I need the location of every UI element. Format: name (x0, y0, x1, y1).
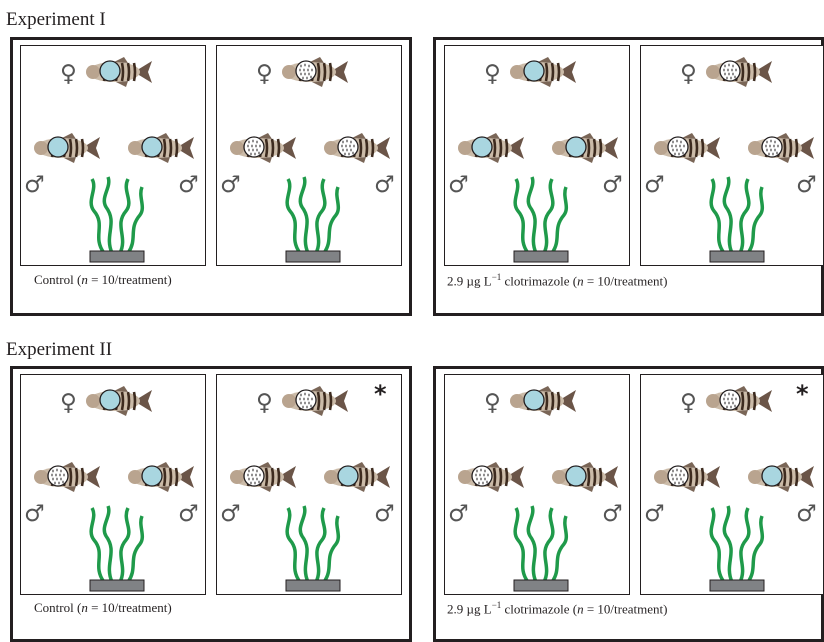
aquarium-plant-icon (285, 505, 341, 592)
female-fish (282, 386, 348, 416)
male-symbol-icon: ♂ (796, 172, 817, 198)
male-fish-left (654, 462, 720, 492)
female-symbol-icon: ♀ (680, 390, 697, 416)
male-symbol-icon: ♂ (178, 172, 199, 198)
caption-text: Control ( (34, 272, 82, 287)
male-fish-left (34, 133, 100, 163)
male-symbol-icon: ♂ (644, 172, 665, 198)
caption-n: n (81, 272, 88, 287)
male-symbol-icon: ♂ (602, 501, 623, 527)
male-fish-right (128, 462, 194, 492)
male-fish-left (230, 133, 296, 163)
aquarium-plant-icon (513, 176, 569, 263)
female-symbol-icon: ♀ (484, 390, 501, 416)
experiment-1-title: Experiment I (6, 9, 106, 30)
caption-text: Control ( (34, 600, 82, 615)
male-symbol-icon: ♂ (220, 172, 241, 198)
male-fish-right (128, 133, 194, 163)
caption-n: n (577, 273, 584, 289)
caption-superscript: −1 (491, 272, 502, 282)
male-fish-left (458, 133, 524, 163)
female-fish (510, 386, 576, 416)
caption-text: 2.9 µg L (447, 273, 492, 289)
male-symbol-icon: ♂ (796, 501, 817, 527)
experiment-2-title: Experiment II (6, 339, 113, 360)
female-symbol-icon: ♀ (256, 61, 273, 87)
aquarium-plant-icon (89, 176, 145, 263)
exp1-clotrimazole-caption: 2.9 µg L−1 clotrimazole (n = 10/treatmen… (447, 272, 667, 289)
female-fish (510, 57, 576, 87)
aquarium-plant-icon (513, 505, 569, 592)
male-fish-left (34, 462, 100, 492)
caption-text: = 10/treatment) (583, 273, 668, 289)
female-fish (86, 386, 152, 416)
male-symbol-icon: ♂ (374, 501, 395, 527)
caption-n: n (81, 600, 88, 615)
male-fish-right (552, 462, 618, 492)
male-symbol-icon: ♂ (178, 501, 199, 527)
caption-text: clotrimazole ( (501, 601, 578, 617)
male-fish-left (458, 462, 524, 492)
male-symbol-icon: ♂ (24, 172, 45, 198)
exp2-clotrimazole-caption: 2.9 µg L−1 clotrimazole (n = 10/treatmen… (447, 600, 667, 617)
caption-text: 2.9 µg L (447, 601, 492, 617)
exp1-control-caption: Control (n = 10/treatment) (34, 272, 172, 288)
female-symbol-icon: ♀ (60, 61, 77, 87)
exp2-control-caption: Control (n = 10/treatment) (34, 600, 172, 616)
caption-text: = 10/treatment) (583, 601, 668, 617)
caption-n: n (577, 601, 584, 617)
male-symbol-icon: ♂ (448, 501, 469, 527)
male-fish-right (324, 462, 390, 492)
female-symbol-icon: ♀ (256, 390, 273, 416)
caption-superscript: −1 (491, 600, 502, 610)
female-fish (282, 57, 348, 87)
female-fish (706, 57, 772, 87)
male-symbol-icon: ♂ (374, 172, 395, 198)
significance-star: * (796, 380, 809, 408)
female-symbol-icon: ♀ (60, 390, 77, 416)
aquarium-plant-icon (709, 176, 765, 263)
male-fish-left (230, 462, 296, 492)
female-fish (86, 57, 152, 87)
female-symbol-icon: ♀ (484, 61, 501, 87)
aquarium-plant-icon (709, 505, 765, 592)
male-symbol-icon: ♂ (220, 501, 241, 527)
male-fish-right (748, 133, 814, 163)
female-symbol-icon: ♀ (680, 61, 697, 87)
male-fish-left (654, 133, 720, 163)
caption-text: = 10/treatment) (87, 600, 172, 615)
male-symbol-icon: ♂ (448, 172, 469, 198)
caption-text: clotrimazole ( (501, 273, 578, 289)
female-fish (706, 386, 772, 416)
aquarium-plant-icon (285, 176, 341, 263)
male-symbol-icon: ♂ (602, 172, 623, 198)
male-fish-right (324, 133, 390, 163)
male-symbol-icon: ♂ (644, 501, 665, 527)
male-fish-right (552, 133, 618, 163)
male-symbol-icon: ♂ (24, 501, 45, 527)
caption-text: = 10/treatment) (87, 272, 172, 287)
aquarium-plant-icon (89, 505, 145, 592)
significance-star: * (374, 380, 387, 408)
male-fish-right (748, 462, 814, 492)
